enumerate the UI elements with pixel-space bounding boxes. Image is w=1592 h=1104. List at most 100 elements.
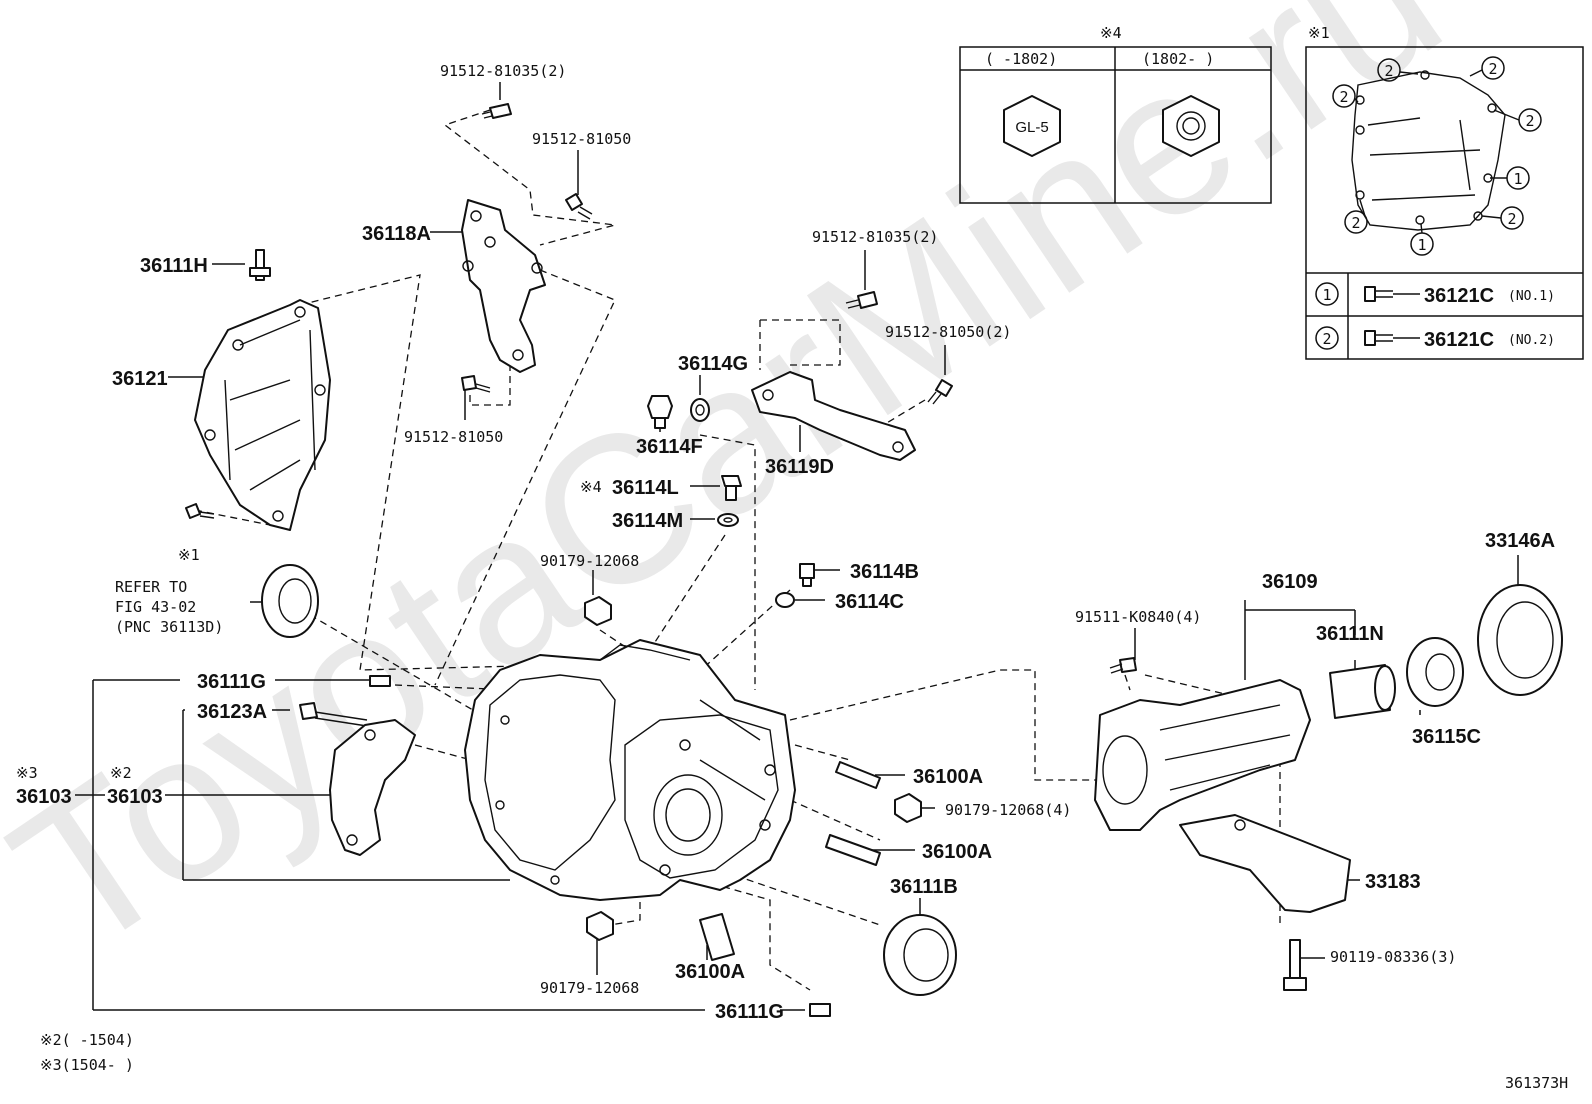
label-36114B: 36114B [850,561,919,583]
callout-circle: 2 [1332,84,1356,108]
label-refer-line2: FIG 43-02 [115,598,196,616]
bracket-36119D-drawing [751,371,916,461]
label-90179-12068-4: 90179-12068(4) [945,801,1071,819]
bolt-icon [461,375,491,393]
bracket-33183-drawing [1179,814,1351,913]
svg-text:2: 2 [1507,210,1516,228]
label-36118A: 36118A [362,223,431,245]
gl5-text: GL-5 [1015,119,1048,136]
label-36103-inner: 36103 [107,786,163,808]
label-33146A: 33146A [1485,530,1555,552]
plate-36123A-drawing [329,719,416,856]
cover-36121-drawing [194,299,331,531]
pin-36111G-icon [369,675,391,687]
seal-36111B-drawing [883,914,957,996]
label-33183: 33183 [1365,871,1421,893]
extension-housing-36109-drawing [1094,679,1311,831]
inset1-cover-outline [1351,70,1506,231]
stud-36100A-icon [825,834,881,866]
bolt-icon [1364,330,1393,346]
callout-circle: 2 [1377,58,1401,82]
gasket-36114C-icon [775,592,795,608]
label-36114L: 36114L [612,477,679,499]
nut-icon [586,911,614,941]
label-36121: 36121 [112,368,168,390]
oil-seal-drawing [261,564,319,638]
pin-36111G-icon [809,1003,831,1017]
gasket-36114G-icon [690,398,710,422]
nut-icon [894,793,922,823]
label-36109: 36109 [1262,571,1318,593]
label-36114M: 36114M [612,510,683,532]
label-90119-08336: 90119-08336(3) [1330,948,1456,966]
plug-36114F-icon [647,395,673,429]
bolt-icon [481,103,512,119]
inset4-col2-header: (1802- ) [1142,50,1214,68]
legend-1-part: 36121C [1424,285,1494,307]
label-36114G: 36114G [678,353,748,375]
gl5-plug-icon: GL-5 [1003,95,1061,157]
bolt-icon [299,702,368,727]
label-91511-K0840: 91511-K0840(4) [1075,608,1201,626]
label-36111H: 36111H [140,255,208,277]
svg-text:1: 1 [1513,170,1522,188]
bolt-icon [565,193,593,220]
label-91512-81035-top: 91512-81035(2) [440,62,566,80]
note-3-range: ※3(1504- ) [40,1056,134,1074]
plug-36114B-icon [799,563,815,587]
dust-cover-33146A-drawing [1477,584,1563,696]
inset1-legend-row-2: 2 36121C (NO.2) [1315,326,1555,351]
label-note1-left: ※1 [178,546,200,564]
label-36111G-bottom: 36111G [715,1001,784,1023]
label-note3: ※3 [16,764,38,782]
label-note4: ※4 [580,478,602,496]
label-36115C: 36115C [1412,726,1481,748]
label-36123A: 36123A [197,701,267,723]
label-91512-81035-right: 91512-81035(2) [812,228,938,246]
label-note2: ※2 [110,764,132,782]
bearing-36115C-drawing [1406,637,1464,707]
stud-36100A-icon [835,761,881,789]
bolt-icon [1109,657,1137,674]
diagram-code: 361373H [1505,1074,1568,1092]
nut-icon [584,596,612,626]
label-36111B: 36111B [890,876,958,898]
label-36119D: 36119D [765,456,834,478]
inset1-callouts: 2 2 2 2 1 2 2 1 [1332,56,1542,256]
legend-2-note: (NO.2) [1508,333,1555,348]
bolt-icon [845,291,878,309]
breather-plug-icon [249,249,271,281]
label-refer-line1: REFER TO [115,578,187,596]
bolt-icon [1283,939,1307,991]
inset1-legend-row-1: 1 36121C (NO.1) [1315,282,1555,307]
inset4-mark: ※4 [1100,24,1122,42]
callout-circle: 1 [1410,232,1434,256]
label-36114C: 36114C [835,591,904,613]
dashed-assembly-lines [194,109,1281,991]
label-90179-12068-bottom: 90179-12068 [540,979,639,997]
note-2-range: ※2( -1504) [40,1031,134,1049]
legend-1-note: (NO.1) [1508,289,1555,304]
stud-36100A-icon [699,913,735,961]
bolt-icon [1364,286,1393,302]
bracket-36118A-drawing [461,199,546,373]
svg-text:2: 2 [1488,60,1497,78]
label-36100A-3: 36100A [675,961,745,983]
callout-circle: 2 [1500,206,1524,230]
legend-2-num: 2 [1322,330,1331,348]
part-labels: 91512-81035(2) 91512-81050 36118A 36111H… [16,62,1568,1092]
label-36111G-top: 36111G [197,671,266,693]
svg-text:2: 2 [1351,214,1360,232]
label-36100A-1: 36100A [913,766,983,788]
label-91512-81050-mid: 91512-81050 [404,428,503,446]
label-refer-line3: (PNC 36113D) [115,618,223,636]
label-91512-81050-right: 91512-81050(2) [885,323,1011,341]
plain-plug-icon [1162,95,1220,157]
legend-2-part: 36121C [1424,329,1494,351]
svg-text:2: 2 [1339,88,1348,106]
inset-note1-table: ※1 2 2 2 2 1 2 2 1 [1305,24,1584,360]
callout-circle: 2 [1518,108,1542,132]
svg-text:1: 1 [1417,236,1426,254]
callout-circle: 2 [1481,56,1505,80]
